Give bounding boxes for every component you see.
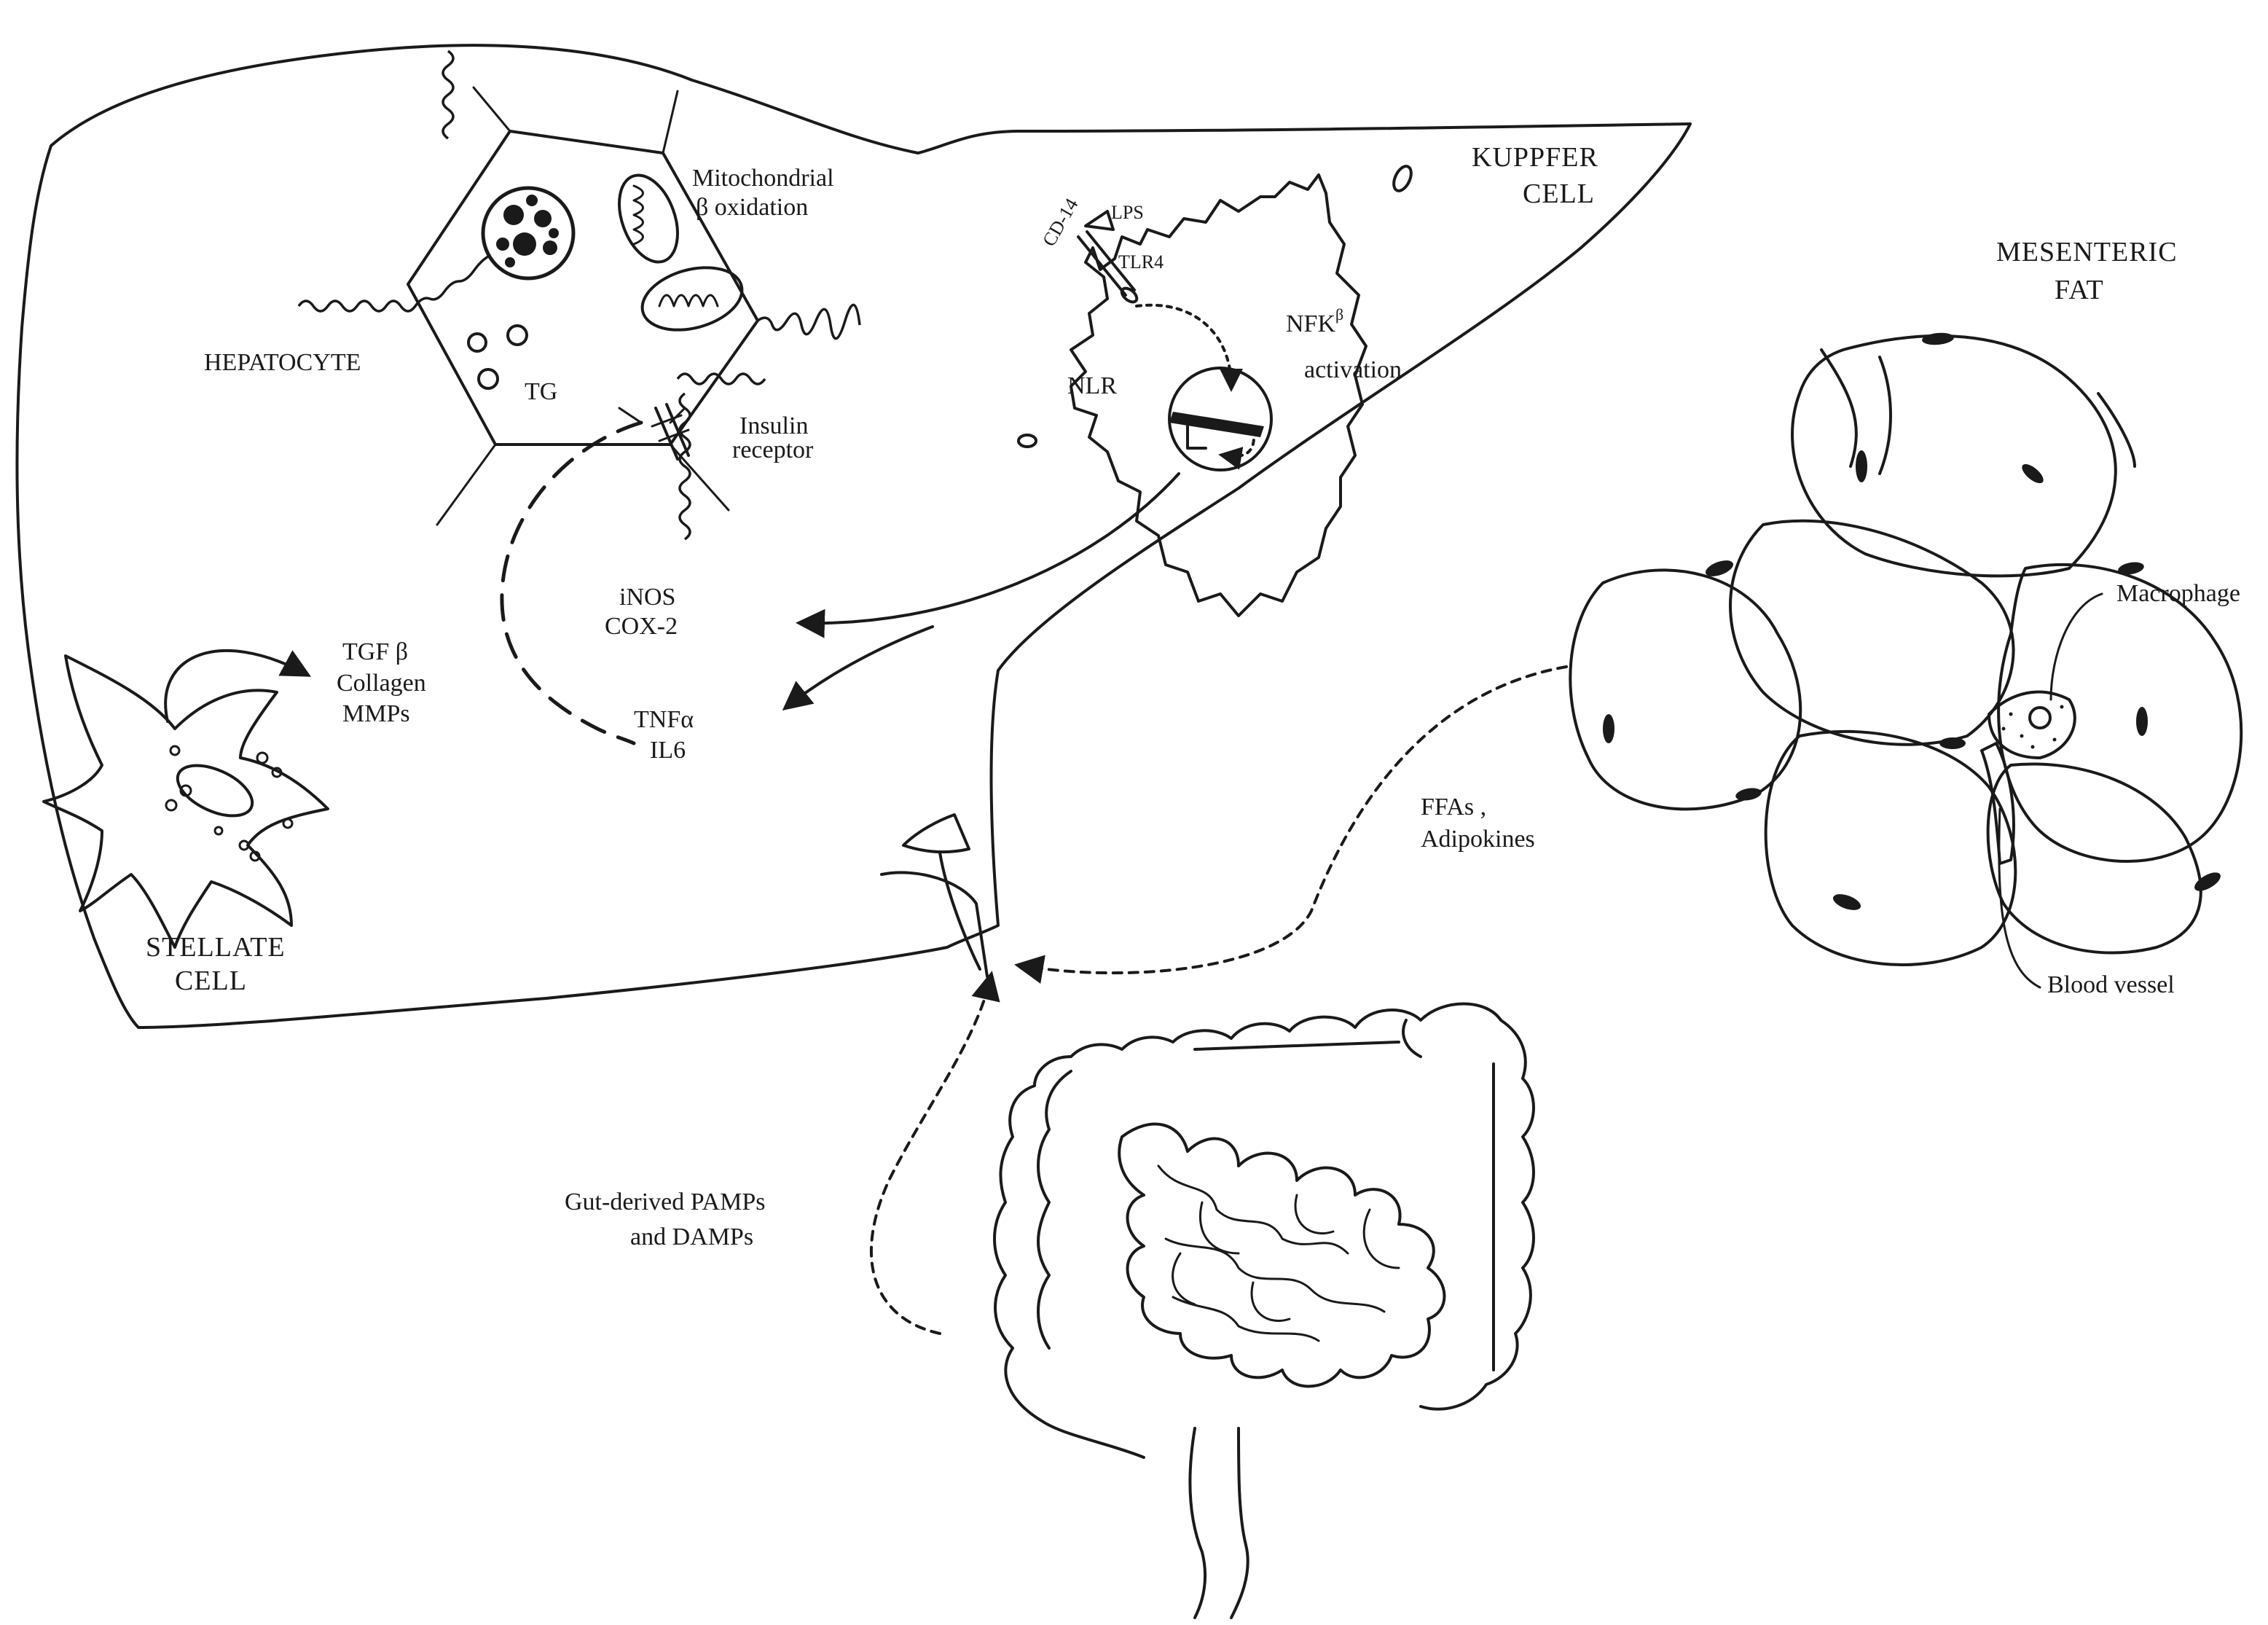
label-hepatocyte: HEPATOCYTE	[204, 349, 361, 376]
kupffer-nucleus	[1168, 367, 1273, 471]
label-tnfa: TNFα	[634, 706, 694, 733]
arrow-to-inos	[796, 472, 1180, 638]
label-gut-1: Gut-derived PAMPs	[565, 1189, 766, 1215]
adipocyte-4	[1997, 563, 2243, 863]
small-intestine	[1118, 1122, 1446, 1388]
adipocyte-1	[1791, 334, 2117, 578]
tlr4-receptor-icon	[1077, 210, 1139, 304]
adipocyte-3	[1569, 568, 1802, 811]
label-inos: iNOS	[619, 584, 675, 611]
membrane-wave-lower	[678, 392, 691, 541]
label-mesenteric-2: FAT	[2055, 275, 2104, 305]
kupffer-membrane	[1070, 173, 1368, 617]
membrane-wave-right	[756, 303, 861, 340]
rectum	[1188, 1427, 1249, 1619]
label-cox2: COX-2	[605, 613, 678, 640]
label-stellate-1: STELLATE	[146, 932, 286, 963]
nfkb-complex	[1169, 412, 1264, 437]
nfkb-translocation-arrow	[1135, 303, 1243, 392]
label-mmps: MMPs	[342, 700, 410, 727]
lipid-droplets	[467, 324, 528, 390]
label-insulin-2: receptor	[732, 436, 814, 463]
macrophage-cell	[1988, 690, 2076, 759]
label-il6: IL6	[650, 737, 686, 764]
label-mito-1: Mitochondrial	[692, 165, 834, 192]
label-kupffer-1: KUPPFER	[1472, 142, 1598, 173]
label-insulin-1: Insulin	[739, 412, 808, 439]
arrow-ffas	[1014, 665, 1568, 984]
inhibit-bar	[618, 407, 643, 424]
macrophage-nucleus	[2028, 706, 2052, 729]
label-mito-2: β oxidation	[696, 194, 808, 221]
mitochondrion-lower	[640, 266, 744, 332]
label-lps: LPS	[1111, 202, 1144, 223]
label-collagen: Collagen	[337, 670, 426, 697]
label-mesenteric-1: MESENTERIC	[1996, 237, 2178, 267]
dashed-curve-insulin	[500, 420, 643, 745]
stellate-nucleus	[176, 764, 254, 818]
label-cd14: CD-14	[1038, 195, 1083, 250]
colon	[993, 1002, 1535, 1459]
label-blood-vessel: Blood vessel	[2047, 971, 2175, 998]
label-nlr: NLR	[1067, 372, 1117, 399]
arrow-to-tgf	[164, 649, 312, 723]
adipocyte-6	[1986, 762, 2202, 955]
mesenteric-fat: MESENTERIC FAT	[1569, 237, 2243, 998]
membrane-wave-top	[442, 50, 455, 140]
label-stellate-2: CELL	[175, 966, 247, 996]
label-macrophage: Macrophage	[2116, 580, 2240, 607]
label-kupffer-2: CELL	[1523, 179, 1595, 209]
leader-macrophage	[2049, 592, 2103, 701]
hepatocyte: HEPATOCYTE TG Mitochondrial β oxidation …	[204, 50, 861, 541]
mitochondrion-upper	[618, 173, 679, 264]
adipocyte-2	[1729, 519, 2015, 746]
label-nfk: NFKβ	[1286, 305, 1343, 337]
label-adipokines: Adipokines	[1421, 826, 1535, 853]
insulin-receptor-icon	[651, 403, 690, 461]
liver-outline	[15, 44, 1692, 1029]
label-tgf: TGF β	[342, 638, 408, 665]
label-tlr4: TLR4	[1118, 251, 1164, 273]
stellate-cell: TGF β Collagen MMPs STELLATE CELL	[42, 638, 426, 996]
adipocyte-5	[1764, 729, 2017, 966]
arrow-to-tnfa	[782, 625, 934, 710]
intestines	[993, 1002, 1535, 1619]
nucleus-chromatin	[496, 195, 559, 267]
leader-blood-vessel	[1998, 807, 2041, 989]
label-gut-2: and DAMPs	[630, 1223, 753, 1250]
label-tg: TG	[525, 378, 557, 405]
label-ffas: FFAs ,	[1421, 794, 1486, 821]
stellate-outline	[42, 654, 329, 949]
arrow-pamps	[869, 971, 1000, 1335]
kupffer-cell: CD-14 LPS TLR4 NLR NFKβ activation KUPPF…	[1017, 142, 1598, 617]
label-activation: activation	[1304, 356, 1402, 383]
